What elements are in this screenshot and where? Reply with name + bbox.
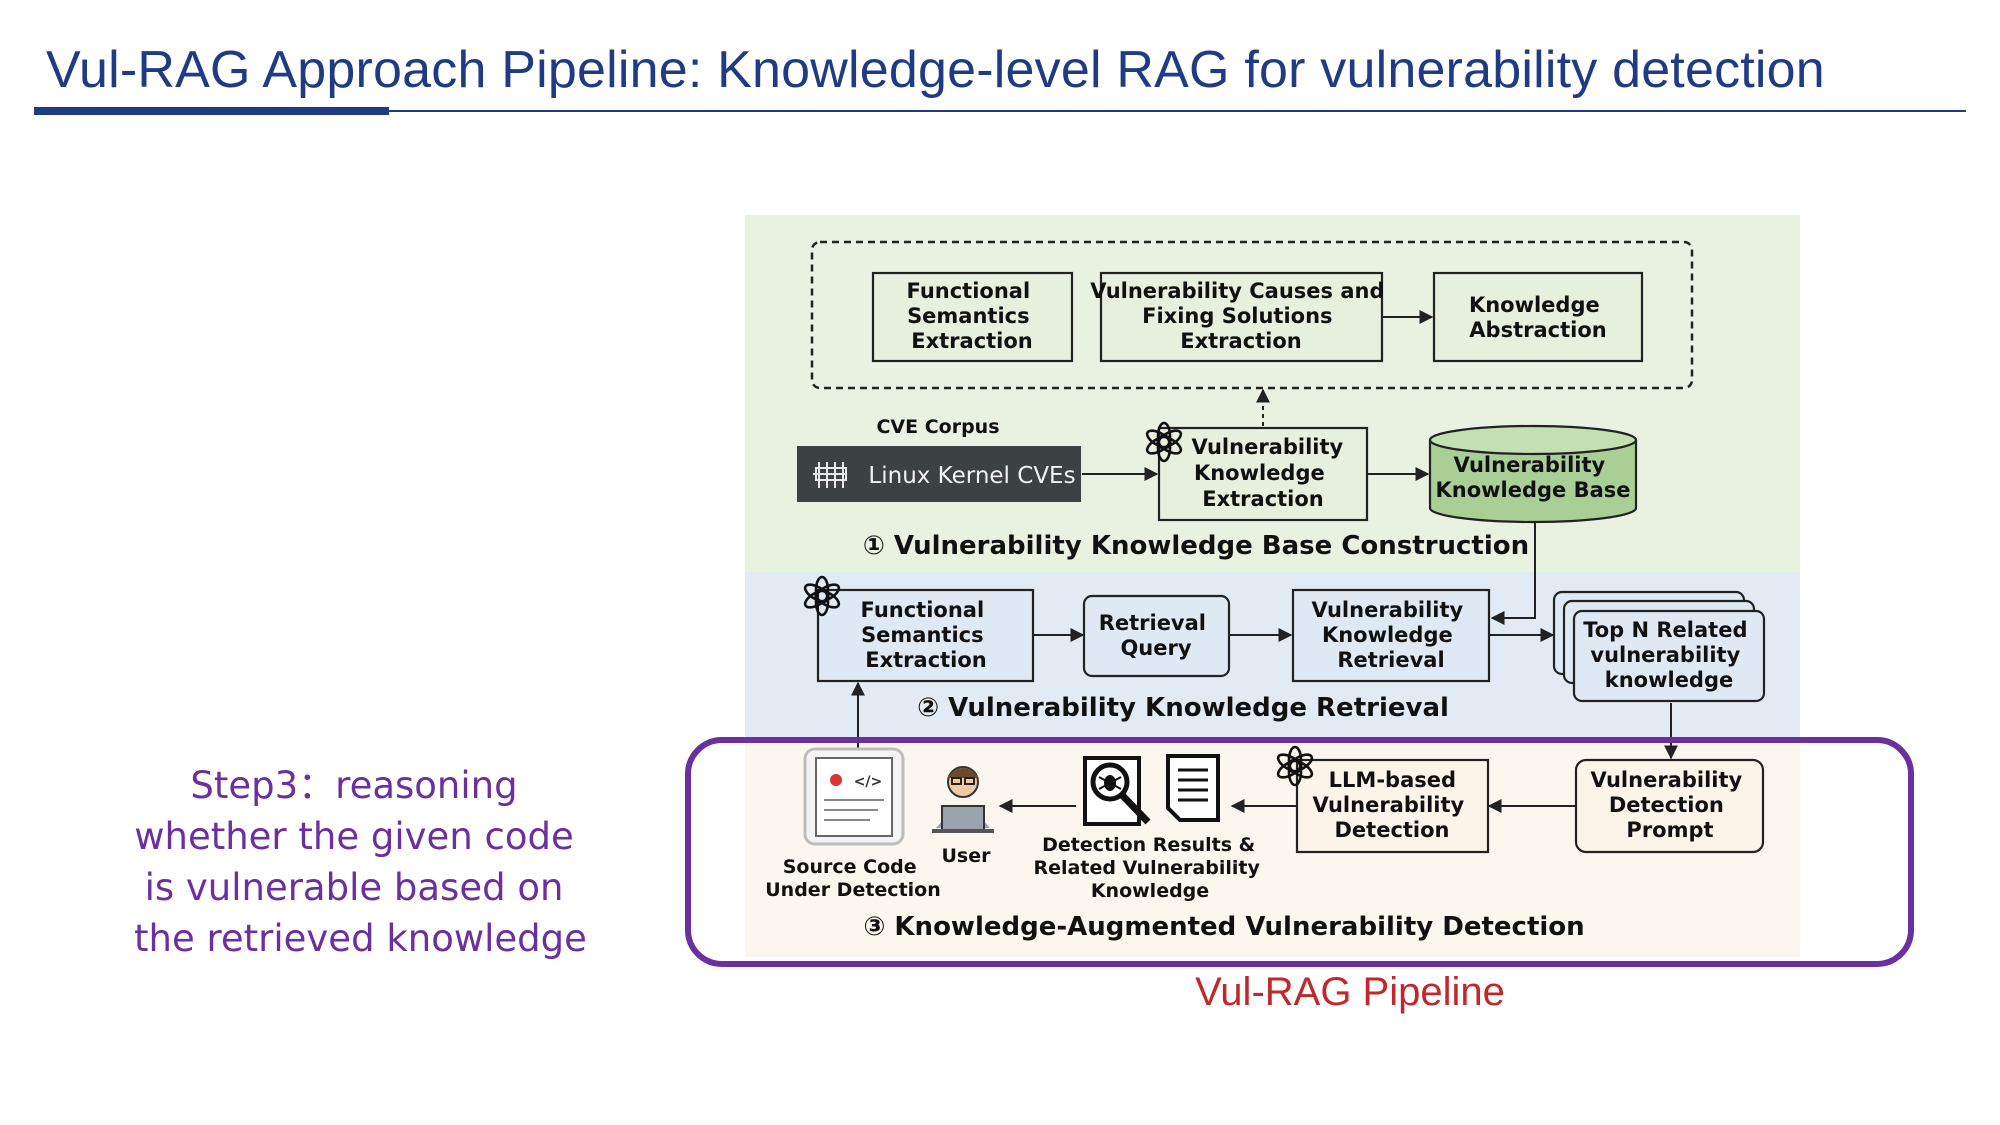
step-line: is vulnerable based on — [144, 866, 564, 909]
stage1-label: ① Vulnerability Knowledge Base Construct… — [863, 531, 1529, 561]
top-n-line: knowledge — [1605, 668, 1734, 692]
stage2-functional-line: Semantics — [861, 623, 984, 647]
prompt-line: Detection — [1609, 793, 1724, 817]
llm-detection-box — [1295, 758, 1490, 854]
results-line: Related Vulnerability — [1034, 857, 1261, 879]
results-line: Knowledge — [1091, 880, 1209, 902]
vk-extraction-line: Extraction — [1202, 487, 1324, 511]
stage2-functional-line: Functional — [861, 598, 985, 622]
stage2-functional-box — [816, 588, 1035, 683]
causes-line: Fixing Solutions — [1142, 304, 1332, 328]
llm-detection-text: LLM-based Vulnerability Detection — [1312, 768, 1471, 842]
top-n-line: Top N Related — [1583, 618, 1747, 642]
functional-semantics-box — [871, 271, 1074, 363]
magnifier-bug-icon — [1083, 756, 1151, 826]
kb-line: Vulnerability — [1453, 453, 1605, 477]
source-code-line: Under Detection — [765, 879, 941, 901]
retrieval-query-box — [1082, 594, 1231, 678]
query-line: Query — [1120, 636, 1191, 660]
causes-line: Vulnerability Causes and — [1090, 279, 1384, 303]
step-description: Step3：reasoning whether the given code i… — [134, 760, 587, 964]
causes-solutions-text: Vulnerability Causes and Fixing Solution… — [1090, 279, 1392, 353]
vk-retrieval-box — [1291, 588, 1491, 683]
user-label: User — [942, 845, 992, 867]
knowledge-base-cylinder — [1428, 424, 1638, 524]
abstraction-line: Knowledge — [1469, 293, 1600, 317]
title-rule-accent — [34, 107, 389, 115]
prompt-line: Prompt — [1626, 818, 1713, 842]
source-code-line: Source Code — [783, 856, 917, 878]
causes-line: Extraction — [1180, 329, 1302, 353]
arrow-kb-to-retrieval — [1490, 522, 1536, 625]
stage2-label: ② Vulnerability Knowledge Retrieval — [917, 693, 1449, 723]
slide-title: Vul-RAG Approach Pipeline: Knowledge-lev… — [46, 41, 1825, 99]
linux-kernel-cves-text: Linux Kernel CVEs — [868, 463, 1075, 489]
svg-text:</>: </> — [854, 774, 883, 790]
stage1-functional-line: Semantics — [907, 304, 1030, 328]
vk-extraction-line: Knowledge — [1194, 461, 1325, 485]
top-n-line: vulnerability — [1590, 643, 1740, 667]
step-line: the retrieved knowledge — [134, 917, 587, 960]
knowledge-base-text: Vulnerability Knowledge Base — [1435, 453, 1630, 502]
pipeline-caption: Vul-RAG Pipeline — [1195, 970, 1505, 1014]
cve-corpus-label: CVE Corpus — [876, 416, 999, 438]
vk-extraction-text: Vulnerability Knowledge Extraction — [1191, 435, 1350, 511]
llm-line: LLM-based — [1329, 768, 1456, 792]
user-icon — [932, 766, 994, 833]
top-n-text: Top N Related vulnerability knowledge — [1583, 618, 1755, 692]
stage1-functional-line: Functional — [907, 279, 1031, 303]
query-line: Retrieval — [1099, 611, 1206, 635]
prompt-line: Vulnerability — [1590, 768, 1742, 792]
title-rule — [34, 110, 1966, 112]
vk-retrieval-line: Vulnerability — [1311, 598, 1463, 622]
stage2-functional-line: Extraction — [865, 648, 987, 672]
detection-results-text: Detection Results & Related Vulnerabilit… — [1034, 834, 1267, 902]
detection-prompt-box — [1574, 758, 1765, 854]
source-code-icon: </> — [803, 747, 905, 846]
results-line: Detection Results & — [1042, 834, 1255, 856]
step-line: Step3：reasoning — [190, 764, 518, 807]
extraction-group — [810, 240, 1694, 390]
llm-line: Detection — [1334, 818, 1449, 842]
stage1-functional-line: Extraction — [911, 329, 1033, 353]
kb-line: Knowledge Base — [1435, 478, 1630, 502]
vk-retrieval-text: Vulnerability Knowledge Retrieval — [1311, 598, 1470, 672]
vk-retrieval-line: Retrieval — [1337, 648, 1444, 672]
knowledge-abstraction-box — [1432, 271, 1644, 363]
stage3-label: ③ Knowledge-Augmented Vulnerability Dete… — [863, 912, 1584, 942]
stage3-highlight — [685, 737, 1914, 967]
source-code-text: Source Code Under Detection — [765, 856, 941, 901]
top-n-stack — [1552, 590, 1766, 703]
vk-extraction-line: Vulnerability — [1191, 435, 1343, 459]
stage2-functional-text: Functional Semantics Extraction — [861, 598, 992, 672]
circuit-icon — [813, 462, 847, 488]
llm-line: Vulnerability — [1312, 793, 1464, 817]
retrieval-query-text: Retrieval Query — [1099, 611, 1214, 660]
document-icon — [1166, 754, 1220, 822]
vk-extraction-box — [1157, 426, 1369, 522]
vk-retrieval-line: Knowledge — [1322, 623, 1453, 647]
detection-prompt-text: Vulnerability Detection Prompt — [1590, 768, 1749, 842]
abstraction-line: Abstraction — [1469, 318, 1606, 342]
knowledge-abstraction-text: Knowledge Abstraction — [1469, 293, 1607, 342]
step-line: whether the given code — [134, 815, 574, 858]
functional-semantics-text: Functional Semantics Extraction — [907, 279, 1038, 353]
